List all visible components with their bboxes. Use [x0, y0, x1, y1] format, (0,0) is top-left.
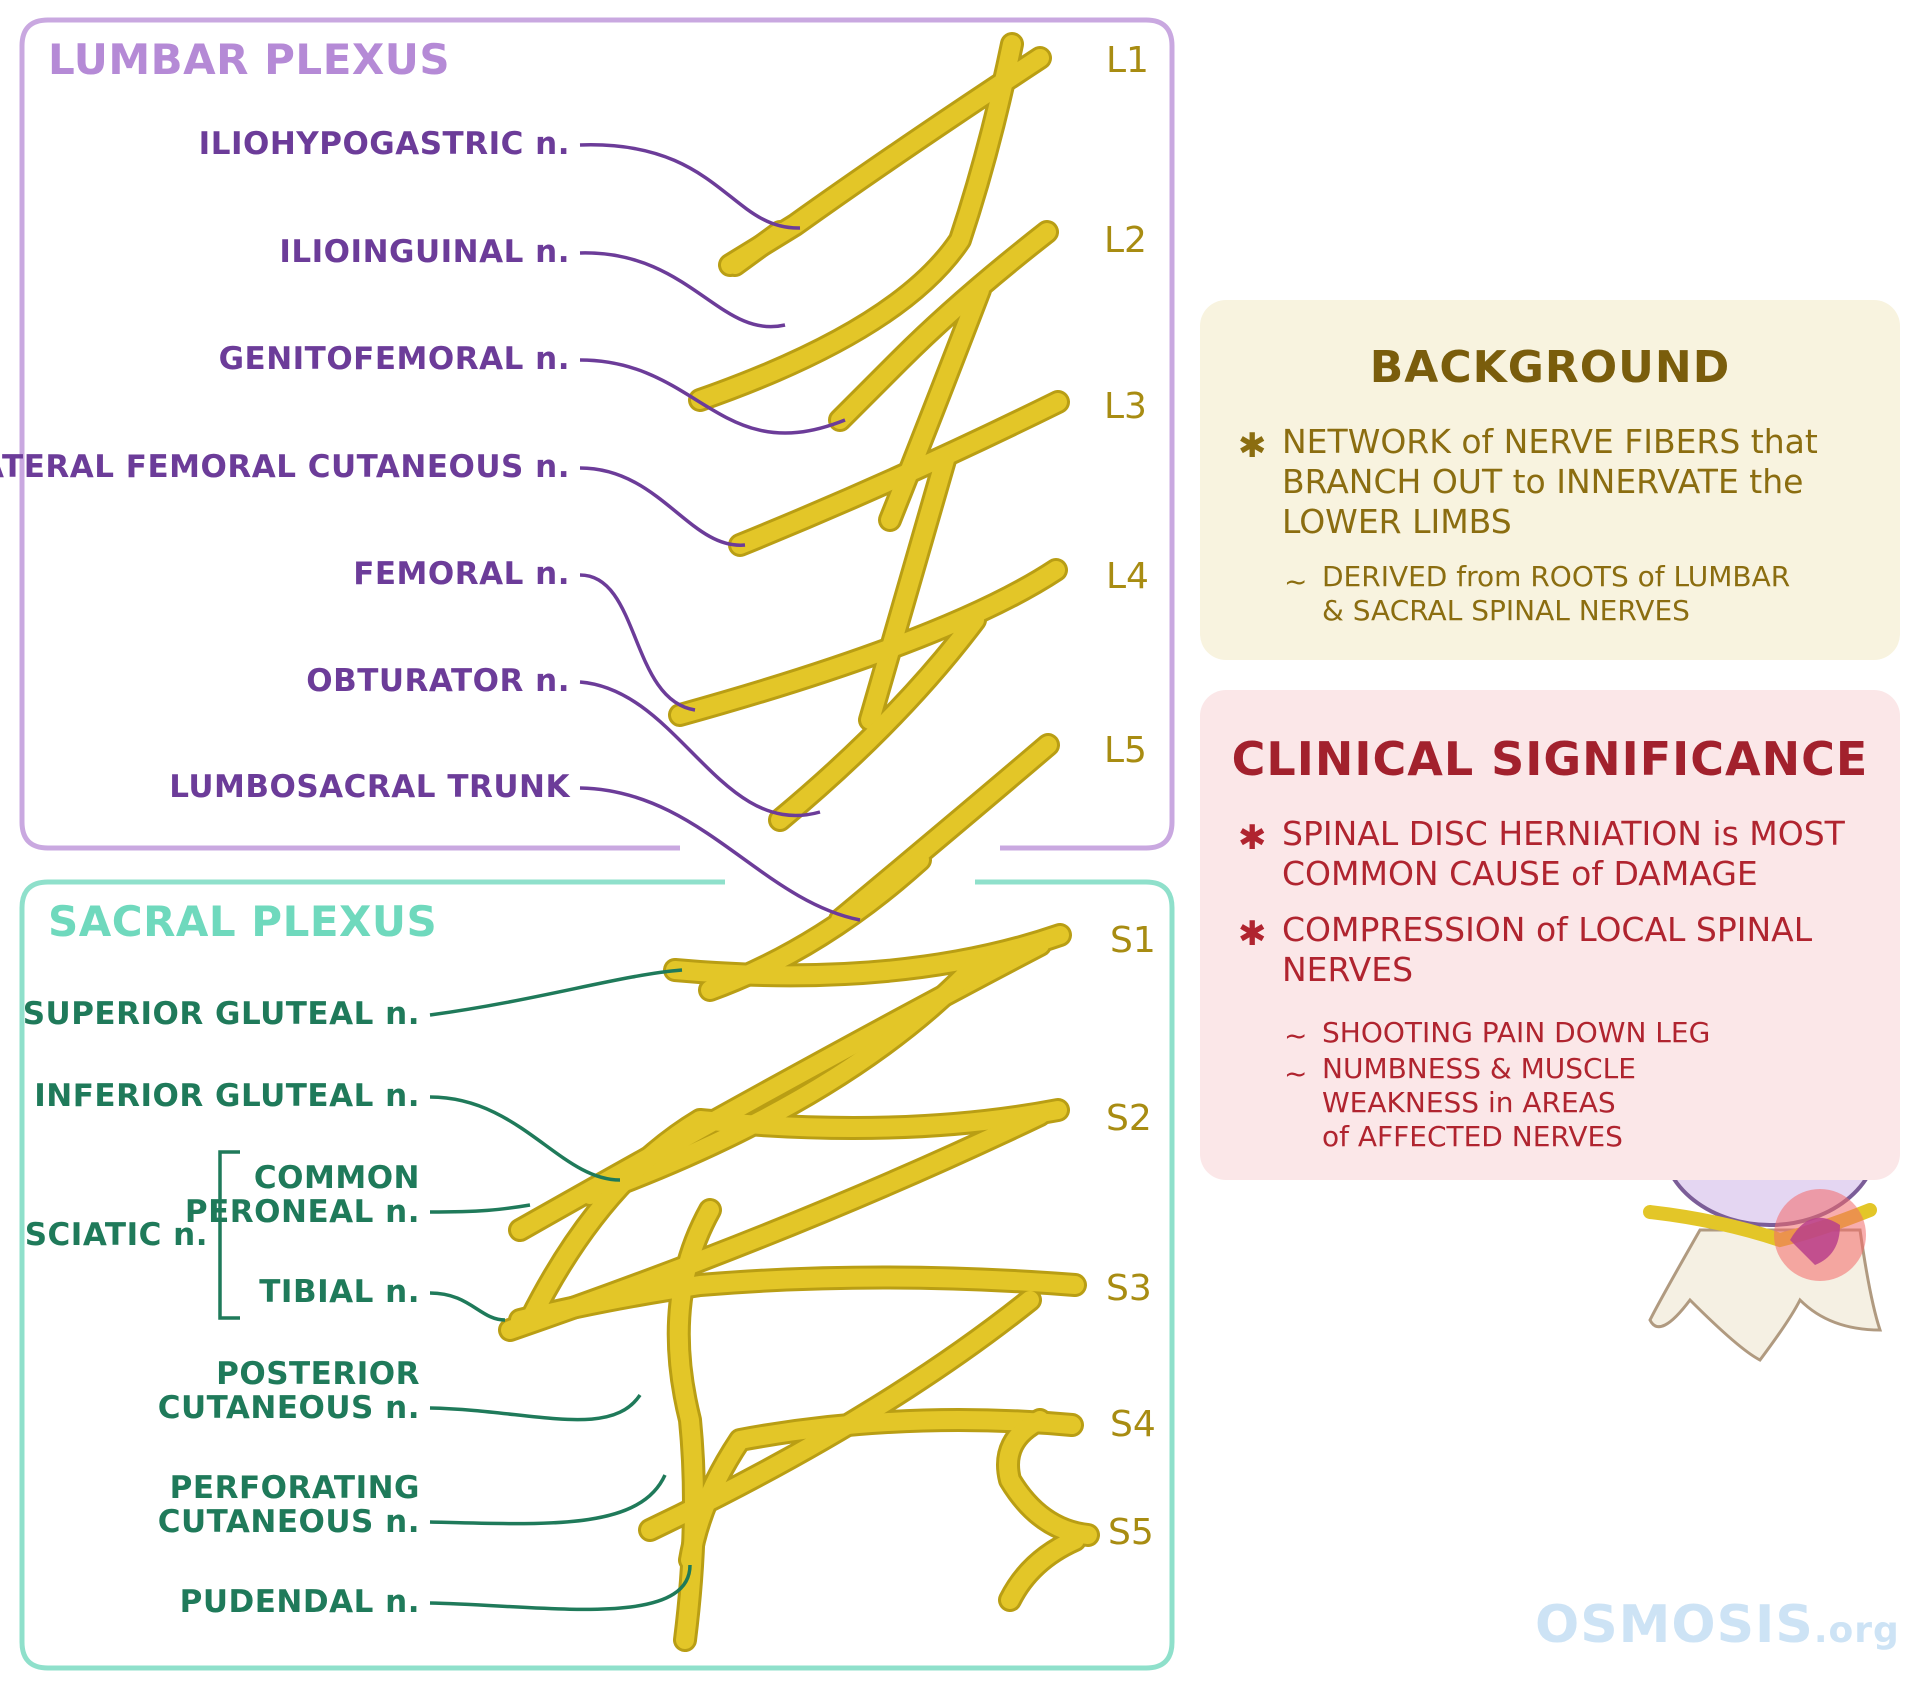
segment-label: S5 [1108, 1512, 1154, 1553]
posterior-cutaneous-label: POSTERIOR [216, 1356, 420, 1392]
leader-line [579, 786, 861, 922]
clinical-subpoint: SHOOTING PAIN DOWN LEG [1322, 1016, 1711, 1049]
osmosis-logo: OSMOSIS.org [1535, 1595, 1900, 1655]
sacral-plexus-title: SACRAL PLEXUS [48, 897, 437, 946]
segment-label: S2 [1106, 1098, 1152, 1139]
leader-line [429, 1474, 667, 1526]
background-point-line: BRANCH OUT to INNERVATE the [1282, 462, 1804, 501]
leader-line [579, 573, 696, 712]
clinical-point-line: COMMON CAUSE of DAMAGE [1282, 854, 1758, 893]
clinical-significance-card: CLINICAL SIGNIFICANCE ✱ SPINAL DISC HERN… [1200, 690, 1900, 1180]
clinical-point-line: COMPRESSION of LOCAL SPINAL [1282, 910, 1813, 949]
sacral-leader-lines [218, 968, 692, 1612]
leader-line [579, 680, 821, 818]
background-point-line: NETWORK of NERVE FIBERS that [1282, 422, 1818, 461]
lumbar-plexus-title: LUMBAR PLEXUS [48, 35, 450, 84]
clinical-point: SPINAL DISC HERNIATION is MOST COMMON CA… [1282, 814, 1845, 894]
perforating-cutaneous-label: CUTANEOUS n. [158, 1504, 420, 1540]
common-peroneal-label: PERONEAL n. [185, 1194, 420, 1230]
leader-line [579, 466, 746, 547]
background-subpoint-line: & SACRAL SPINAL NERVES [1322, 594, 1690, 627]
ilioinguinal-label: ILIOINGUINAL n. [279, 234, 570, 270]
posterior-cutaneous-label: CUTANEOUS n. [158, 1390, 420, 1426]
sacral-plexus-frame [19, 879, 1175, 1671]
clinical-point-line: NERVES [1282, 950, 1414, 989]
perforating-cutaneous-label: PERFORATING [170, 1470, 420, 1506]
leader-line [579, 143, 801, 230]
tilde-bullet-icon: ~ [1284, 1057, 1308, 1090]
tilde-bullet-icon: ~ [1284, 1019, 1308, 1052]
clinical-point: COMPRESSION of LOCAL SPINAL NERVES [1282, 910, 1812, 990]
inferior-gluteal-label: INFERIOR GLUTEAL n. [34, 1078, 420, 1114]
logo-text: OSMOSIS [1535, 1595, 1814, 1655]
sciatic-label: SCIATIC n. [25, 1217, 208, 1253]
herniation [1790, 1217, 1840, 1265]
logo-suffix: .org [1813, 1610, 1900, 1651]
lumbar-plexus-frame [19, 17, 1175, 851]
clinical-subpoint: NUMBNESS & MUSCLE WEAKNESS in AREAS of A… [1322, 1052, 1636, 1154]
clinical-point-line: SPINAL DISC HERNIATION is MOST [1282, 814, 1845, 853]
star-bullet-icon: ✱ [1238, 818, 1267, 858]
segment-label: L3 [1104, 386, 1147, 427]
background-point: NETWORK of NERVE FIBERS that BRANCH OUT … [1282, 422, 1818, 542]
background-point-line: LOWER LIMBS [1282, 502, 1512, 541]
segment-labels: L1 L2 L3 L4 L5 S1 S2 S3 S4 S5 [1104, 40, 1156, 1553]
background-card: BACKGROUND ✱ NETWORK of NERVE FIBERS tha… [1200, 300, 1900, 660]
tibial-label: TIBIAL n. [259, 1274, 420, 1310]
lumbar-labels: ILIOHYPOGASTRIC n. ILIOINGUINAL n. GENIT… [0, 126, 570, 805]
sciatic-bracket [218, 1150, 240, 1320]
leader-line [429, 1564, 692, 1612]
segment-label: L5 [1104, 730, 1147, 771]
femoral-label: FEMORAL n. [353, 556, 570, 592]
lumbar-leader-lines [579, 143, 861, 922]
background-subpoint: DERIVED from ROOTS of LUMBAR & SACRAL SP… [1322, 560, 1790, 628]
leader-line [429, 1203, 531, 1214]
common-peroneal-label: COMMON [254, 1160, 420, 1196]
leader-line [429, 1291, 506, 1322]
segment-label: L2 [1104, 220, 1147, 261]
lateral-femoral-cutaneous-label: LATERAL FEMORAL CUTANEOUS n. [0, 449, 570, 485]
clinical-title: CLINICAL SIGNIFICANCE [1231, 732, 1869, 786]
clinical-subpoint-line: NUMBNESS & MUSCLE [1322, 1052, 1636, 1085]
obturator-label: OBTURATOR n. [306, 663, 570, 699]
leader-line [429, 1394, 642, 1422]
tilde-bullet-icon: ~ [1284, 565, 1308, 598]
leader-line [429, 968, 683, 1017]
segment-label: L4 [1106, 556, 1149, 597]
segment-label: L1 [1106, 40, 1149, 81]
segment-label: S1 [1110, 920, 1156, 961]
leader-line [579, 251, 786, 329]
nerve-bundle-illustration [498, 32, 1100, 1652]
superior-gluteal-label: SUPERIOR GLUTEAL n. [23, 996, 420, 1032]
leader-line [579, 358, 846, 435]
lumbosacral-trunk-label: LUMBOSACRAL TRUNK [169, 769, 570, 805]
pudendal-label: PUDENDAL n. [180, 1584, 420, 1620]
segment-label: S3 [1106, 1268, 1152, 1309]
sacral-labels: SUPERIOR GLUTEAL n. INFERIOR GLUTEAL n. … [23, 996, 420, 1620]
clinical-subpoint-line: WEAKNESS in AREAS [1322, 1086, 1616, 1119]
star-bullet-icon: ✱ [1238, 914, 1267, 954]
iliohypogastric-label: ILIOHYPOGASTRIC n. [199, 126, 570, 162]
star-bullet-icon: ✱ [1238, 426, 1267, 466]
leader-line [429, 1095, 621, 1182]
background-title: BACKGROUND [1369, 342, 1731, 393]
clinical-subpoint-line: of AFFECTED NERVES [1322, 1120, 1623, 1153]
genitofemoral-label: GENITOFEMORAL n. [219, 341, 570, 377]
background-subpoint-line: DERIVED from ROOTS of LUMBAR [1322, 560, 1791, 593]
segment-label: S4 [1110, 1404, 1156, 1445]
